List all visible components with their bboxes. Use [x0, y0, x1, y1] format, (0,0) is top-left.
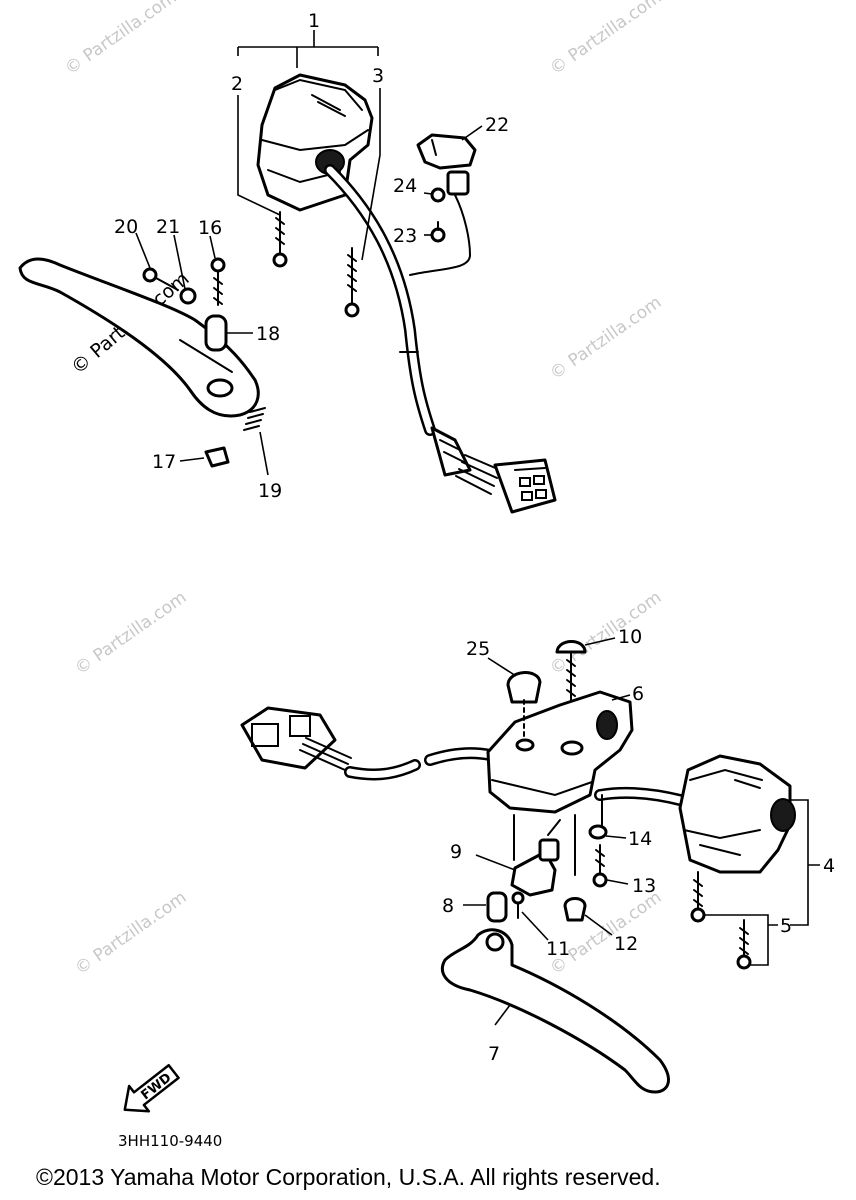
callout-1: 1	[308, 10, 320, 32]
callout-17: 17	[152, 451, 176, 473]
callout-25: 25	[466, 638, 490, 660]
callout-22: 22	[485, 114, 509, 136]
callout-23: 23	[393, 225, 417, 247]
front-brake-lever[interactable]	[440, 928, 670, 1094]
callout-5: 5	[780, 915, 792, 937]
callout-10: 10	[618, 626, 642, 648]
watermark-text: © Partzilla.com	[61, 0, 180, 79]
watermark-text: © Partzilla.com	[546, 587, 665, 679]
watermark-text: © Partzilla.com	[546, 292, 665, 384]
diagram-code: 3HH110-9440	[118, 1132, 222, 1150]
forward-arrow-icon: FWD	[123, 1063, 180, 1113]
lower-hardware	[486, 640, 608, 923]
left-clutch-lever[interactable]	[18, 257, 260, 418]
lever-hardware	[142, 257, 266, 468]
watermark-text: © Partzilla.com	[546, 887, 665, 979]
callout-16: 16	[198, 217, 222, 239]
watermark-text: © Partzilla.com	[71, 587, 190, 679]
lever-bracket[interactable]	[486, 690, 634, 814]
callout-9: 9	[450, 841, 462, 863]
watermark-text: © Partzilla.com	[71, 887, 190, 979]
callout-19: 19	[258, 480, 282, 502]
callout-18: 18	[256, 323, 280, 345]
clutch-switch[interactable]	[409, 133, 477, 276]
callout-7: 7	[488, 1043, 500, 1065]
callout-2: 2	[231, 73, 243, 95]
callout-3: 3	[372, 65, 384, 87]
callout-12: 12	[614, 933, 638, 955]
callout-21: 21	[156, 216, 180, 238]
callout-6: 6	[632, 683, 644, 705]
callout-20: 20	[114, 216, 138, 238]
callout-4: 4	[823, 855, 835, 877]
callout-11: 11	[546, 938, 570, 960]
leader-lines	[135, 30, 820, 1026]
callout-14: 14	[628, 828, 652, 850]
right-switch-cable	[344, 747, 686, 806]
watermark-text: © Partzilla.com	[546, 0, 665, 79]
right-switch-connector	[240, 706, 352, 771]
switch-wire-harness	[324, 164, 557, 514]
front-brake-switch[interactable]	[510, 819, 561, 897]
callout-24: 24	[393, 175, 417, 197]
copyright-notice: ©2013 Yamaha Motor Corporation, U.S.A. A…	[36, 1164, 661, 1190]
callout-13: 13	[632, 875, 656, 897]
callout-8: 8	[442, 895, 454, 917]
right-handlebar-switch[interactable]	[678, 754, 796, 874]
callout-labels: 1 2 3 22 24 23 20 21 16 18 17 19 25 10 6…	[114, 10, 835, 1065]
right-switch-screws	[690, 871, 752, 970]
upper-hardware	[272, 187, 446, 318]
